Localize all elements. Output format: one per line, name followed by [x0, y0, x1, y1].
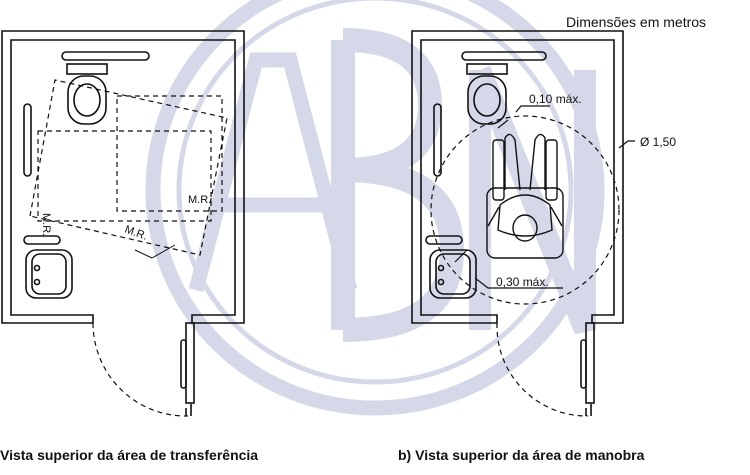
mr-bottom-label: M.R.: [123, 224, 149, 243]
lavatory-a: [25, 249, 73, 299]
mr-rect-left: [37, 130, 212, 222]
mr-rect-rotated: [29, 79, 228, 256]
lavatory-basin-b: [435, 253, 471, 295]
wheelchair-figure: [486, 133, 564, 259]
abnt-watermark: [145, 0, 605, 416]
figure-a-caption: Vista superior da área de transferência: [0, 447, 259, 463]
figure-b-plan: [411, 30, 635, 417]
lavatory-basin-a: [31, 253, 67, 295]
wall-outline-b: [411, 30, 624, 324]
toilet-bowl-a: [67, 75, 107, 125]
grab-bar-side-a: [23, 103, 32, 177]
door-leaf-b: [585, 322, 595, 404]
figure-b-caption: b) Vista superior da área de manobra: [398, 447, 645, 463]
figure-a-plan: [1, 30, 245, 417]
transfer-areas-a: [29, 79, 228, 259]
toilet-tank-b: [466, 63, 508, 75]
sink-clearance-label: 0,30 máx.: [496, 275, 549, 289]
maneuver-circle: [430, 115, 620, 305]
diameter-leader: [618, 140, 635, 149]
toilet-bowl-b: [467, 75, 507, 125]
lavatory-b: [429, 249, 477, 299]
toilet-clearance-arrow: [497, 105, 550, 129]
diameter-label: Ø 1,50: [640, 135, 676, 149]
grab-bar-lav-a: [23, 235, 61, 245]
toilet-seat-a: [73, 83, 101, 117]
mr-left-label: M.R.: [40, 213, 52, 236]
door-swing-b: [496, 322, 589, 417]
sink-clearance-arrow: [454, 249, 563, 289]
tap-a1: [33, 264, 41, 272]
wall-outline-a: [1, 30, 245, 324]
mr-rect-right: [116, 95, 223, 212]
door-bar-a: [180, 339, 187, 389]
tap-a2: [33, 278, 41, 286]
toilet-seat-b: [473, 83, 501, 117]
grab-bar-top-a: [61, 51, 150, 61]
mr-right-label: M.R.: [188, 194, 211, 206]
grab-bar-top-b: [461, 51, 547, 61]
door-swing-a: [92, 322, 189, 417]
toilet-clearance-label: 0,10 máx.: [529, 92, 582, 106]
door-leaf-a: [185, 322, 195, 404]
grab-bar-side-b: [433, 103, 442, 177]
units-note: Dimensões em metros: [566, 14, 707, 30]
grab-bar-lav-b: [425, 235, 463, 245]
door-bar-b: [580, 339, 587, 389]
toilet-tank-a: [66, 63, 108, 75]
